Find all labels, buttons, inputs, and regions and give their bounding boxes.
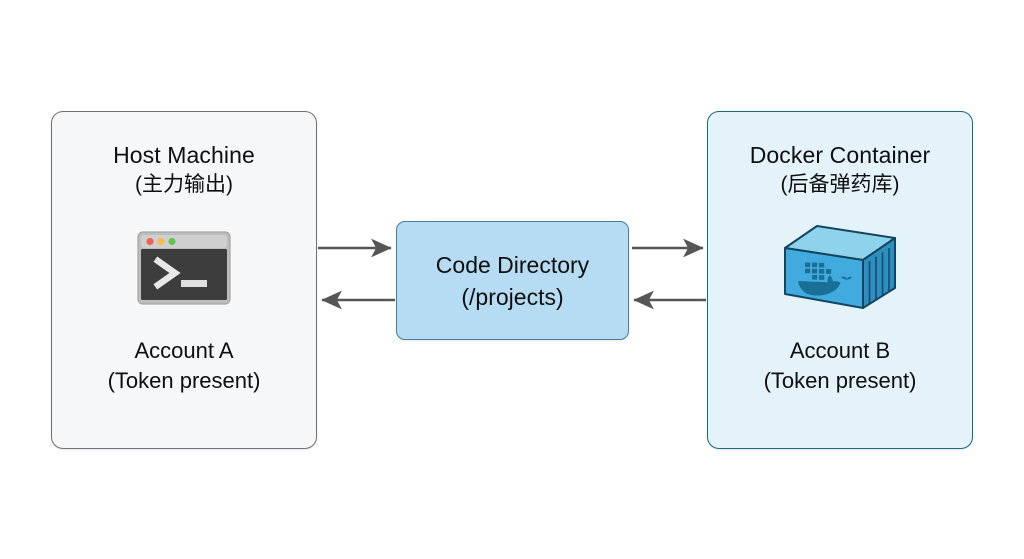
- docker-whale-glyph: [798, 262, 852, 295]
- host-account-label: Account A: [134, 338, 234, 363]
- docker-title: Docker Container: [749, 142, 931, 168]
- host-footer: Account A (Token present): [108, 336, 261, 396]
- docker-subtitle: (后备弹药库): [780, 173, 900, 196]
- host-subtitle: (主力输出): [135, 173, 233, 196]
- node-host-machine[interactable]: Host Machine (主力输出) Account A (Token: [51, 111, 317, 449]
- node-code-directory[interactable]: Code Directory (/projects): [396, 221, 629, 340]
- docker-account-label: Account B: [789, 338, 891, 363]
- host-title: Host Machine: [113, 142, 255, 168]
- terminal-icon: [137, 230, 231, 305]
- code-directory-title: Code Directory: [435, 251, 590, 278]
- host-token-status: (Token present): [107, 368, 261, 393]
- host-icon-wrap: [52, 199, 316, 336]
- docker-token-status: (Token present): [763, 368, 917, 393]
- docker-footer: Account B (Token present): [764, 336, 917, 396]
- docker-icon-wrap: [708, 199, 972, 336]
- node-docker-container[interactable]: Docker Container (后备弹药库): [707, 111, 973, 449]
- code-directory-path: (/projects): [461, 283, 564, 310]
- docker-container-icon: [784, 224, 896, 309]
